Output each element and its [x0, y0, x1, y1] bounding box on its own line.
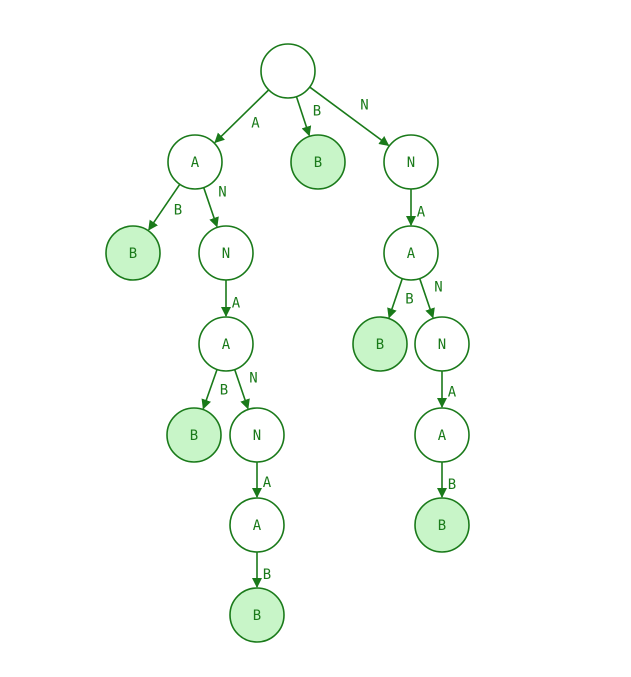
- edge-label-n6-n8: N: [249, 371, 257, 387]
- nodes-layer: A B N B N A B N A B A B N A B: [105, 43, 470, 643]
- tree-node-n14: A: [414, 407, 470, 463]
- edge-label-n13-n14: A: [448, 385, 457, 401]
- leaf-node-circle: [352, 316, 408, 372]
- node-label: N: [407, 155, 415, 171]
- node-label: N: [438, 337, 446, 353]
- node-circle: [414, 407, 470, 463]
- edge-label-root-n3: N: [360, 98, 368, 114]
- tree-node-n3: N: [383, 134, 439, 190]
- tree-node-root: [260, 43, 316, 99]
- node-label: A: [222, 337, 231, 353]
- tree-node-n11: A: [383, 225, 439, 281]
- edge-label-root-n2: B: [313, 104, 321, 120]
- node-circle: [414, 316, 470, 372]
- leaf-node-circle: [105, 225, 161, 281]
- node-label: N: [222, 246, 230, 262]
- node-circle: [260, 43, 316, 99]
- node-label: B: [314, 155, 322, 171]
- node-label: A: [407, 246, 416, 262]
- edge-n11-n12: [387, 278, 404, 319]
- tree-node-n6: A: [198, 316, 254, 372]
- edge-label-n1-n4: B: [174, 203, 182, 219]
- tree-node-n1: A: [167, 134, 223, 190]
- tree-node-n5: N: [198, 225, 254, 281]
- node-circle: [229, 407, 285, 463]
- edge-n11-n13: [418, 278, 435, 319]
- tree-node-n15: B: [414, 497, 470, 553]
- node-circle: [383, 225, 439, 281]
- edge-n1-n4: [148, 183, 181, 231]
- node-circle: [198, 225, 254, 281]
- node-circle: [383, 134, 439, 190]
- tree-node-n9: A: [229, 497, 285, 553]
- leaf-node-circle: [414, 497, 470, 553]
- edge-root-n3: [309, 86, 390, 146]
- node-circle: [198, 316, 254, 372]
- tree-node-n7: B: [166, 407, 222, 463]
- node-label: A: [438, 428, 447, 444]
- edge-n6-n8: [233, 369, 250, 410]
- tree-node-n10: B: [229, 587, 285, 643]
- edge-label-n14-n15: B: [448, 477, 456, 493]
- node-label: A: [253, 518, 262, 534]
- edge-label-n8-n9: A: [263, 475, 272, 491]
- leaf-node-circle: [290, 134, 346, 190]
- node-label: B: [253, 608, 261, 624]
- edge-label-n5-n6: A: [232, 296, 241, 312]
- node-circle: [167, 134, 223, 190]
- node-label: B: [376, 337, 384, 353]
- tree-node-n4: B: [105, 225, 161, 281]
- edges-layer: A B N B N A B N A B A B N A B: [148, 86, 457, 588]
- leaf-node-circle: [229, 587, 285, 643]
- edge-label-n9-n10: B: [263, 567, 271, 583]
- tree-node-n8: N: [229, 407, 285, 463]
- node-circle: [229, 497, 285, 553]
- node-label: B: [190, 428, 198, 444]
- edge-n6-n7: [201, 369, 218, 410]
- edge-label-root-n1: A: [251, 116, 260, 132]
- node-label: B: [438, 518, 446, 534]
- node-label: B: [129, 246, 137, 262]
- leaf-node-circle: [166, 407, 222, 463]
- edge-label-n3-n11: A: [417, 205, 426, 221]
- edge-root-n1: [214, 89, 270, 144]
- node-label: N: [253, 428, 261, 444]
- edge-n1-n5: [202, 187, 219, 228]
- edge-label-n11-n13: N: [434, 280, 442, 296]
- edge-label-n6-n7: B: [220, 383, 228, 399]
- edge-label-n1-n5: N: [218, 185, 226, 201]
- tree-node-n12: B: [352, 316, 408, 372]
- tree-node-n2: B: [290, 134, 346, 190]
- edge-label-n11-n12: B: [405, 292, 413, 308]
- edge-root-n2: [295, 96, 312, 137]
- tree-node-n13: N: [414, 316, 470, 372]
- node-label: A: [191, 155, 200, 171]
